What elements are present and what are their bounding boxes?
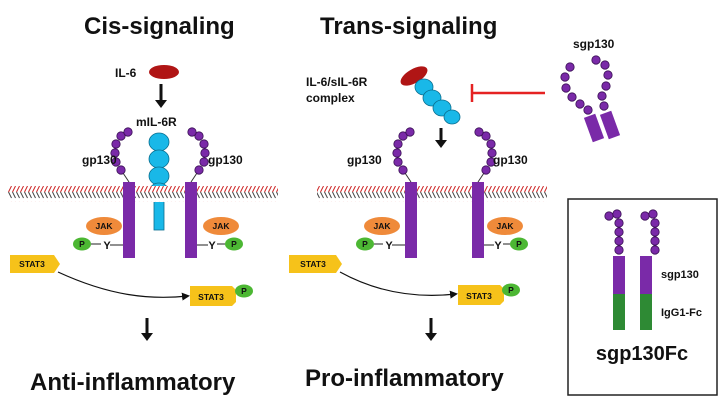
trans-phospho-left	[356, 237, 374, 251]
trans-gp130-left-label: gp130	[347, 153, 382, 167]
box-fc-label: IgG1-Fc	[661, 307, 702, 319]
trans-stat3-bound	[458, 285, 504, 305]
cis-membrane	[8, 186, 278, 202]
cis-title: Cis-signaling	[84, 13, 235, 40]
cis-mil6r-label: mIL-6R	[136, 115, 177, 129]
il6-ligand	[149, 65, 179, 79]
trans-phospho-left-label: P	[362, 239, 368, 249]
trans-stat3-bound-label: STAT3	[466, 291, 492, 301]
trans-stat3-free	[289, 255, 342, 273]
trans-stat3-phospho	[502, 283, 520, 297]
trans-stat3-free-label: STAT3	[300, 259, 326, 269]
cis-gp130-right	[185, 127, 210, 258]
box-sgp130-label: sgp130	[661, 269, 699, 281]
cis-jak-right	[203, 217, 239, 235]
trans-jak-right	[487, 217, 523, 235]
trans-outcome: Pro-inflammatory	[305, 365, 504, 392]
trans-arrow-down-2	[425, 318, 437, 341]
trans-activation-arrow	[339, 271, 458, 299]
cis-stat3-phospho-label: P	[241, 286, 247, 296]
trans-arrow-down-1	[435, 128, 447, 148]
cis-arrow-down-2	[141, 318, 153, 341]
box-title: sgp130Fc	[596, 343, 688, 365]
cis-stat3-phospho	[235, 284, 253, 298]
trans-membrane	[317, 186, 547, 202]
trans-gp130-right	[472, 127, 497, 258]
cis-gp130-right-label: gp130	[208, 153, 243, 167]
trans-panel: Trans-signaling IL-6/sIL-6R complex	[289, 13, 547, 392]
cis-stat3-free-label: STAT3	[19, 259, 45, 269]
sgp130-panel: sgp130	[560, 37, 621, 143]
sgp130fc-box: sgp130 IgG1-Fc sgp130Fc	[567, 198, 718, 396]
cis-panel: Cis-signaling IL-6 mIL-6R	[8, 13, 278, 396]
cis-phospho-left	[73, 237, 91, 251]
trans-tyr-left: Y	[385, 240, 393, 252]
trans-phospho-right	[510, 237, 528, 251]
trans-jak-right-label: JAK	[496, 221, 514, 231]
inhibition-line	[470, 84, 545, 102]
cis-tyr-right: Y	[208, 240, 216, 252]
trans-phospho-right-label: P	[516, 239, 522, 249]
trans-complex-label-2: complex	[306, 91, 355, 105]
il6-sil6r-complex	[400, 66, 461, 125]
trans-jak-left	[364, 217, 400, 235]
cis-phospho-right-label: P	[231, 239, 237, 249]
cis-tyr-left: Y	[103, 240, 111, 252]
trans-gp130-left	[392, 127, 417, 258]
cis-phospho-left-label: P	[79, 239, 85, 249]
cis-jak-left-label: JAK	[95, 221, 113, 231]
trans-jak-left-label: JAK	[373, 221, 391, 231]
cis-gp130-left	[110, 127, 135, 258]
cis-outcome: Anti-inflammatory	[30, 369, 236, 396]
trans-stat3-phospho-label: P	[508, 285, 514, 295]
cis-phospho-right	[225, 237, 243, 251]
cis-il6-label: IL-6	[115, 66, 137, 80]
cis-gp130-left-label: gp130	[82, 153, 117, 167]
trans-gp130-right-label: gp130	[493, 153, 528, 167]
cis-stat3-bound-label: STAT3	[198, 292, 224, 302]
cis-stat3-free	[10, 255, 60, 273]
cis-stat3-bound	[190, 286, 236, 306]
trans-complex-label-1: IL-6/sIL-6R	[306, 75, 368, 89]
mil6r-receptor	[148, 132, 170, 231]
trans-tyr-right: Y	[494, 240, 502, 252]
cis-jak-right-label: JAK	[212, 221, 230, 231]
cis-activation-arrow	[57, 271, 190, 301]
cis-arrow-down-1	[155, 84, 167, 108]
sgp130fc-molecule	[604, 209, 660, 330]
trans-title: Trans-signaling	[320, 13, 497, 40]
cis-jak-left	[86, 217, 122, 235]
sgp130-label: sgp130	[573, 37, 615, 51]
sgp130-molecule	[560, 55, 621, 143]
